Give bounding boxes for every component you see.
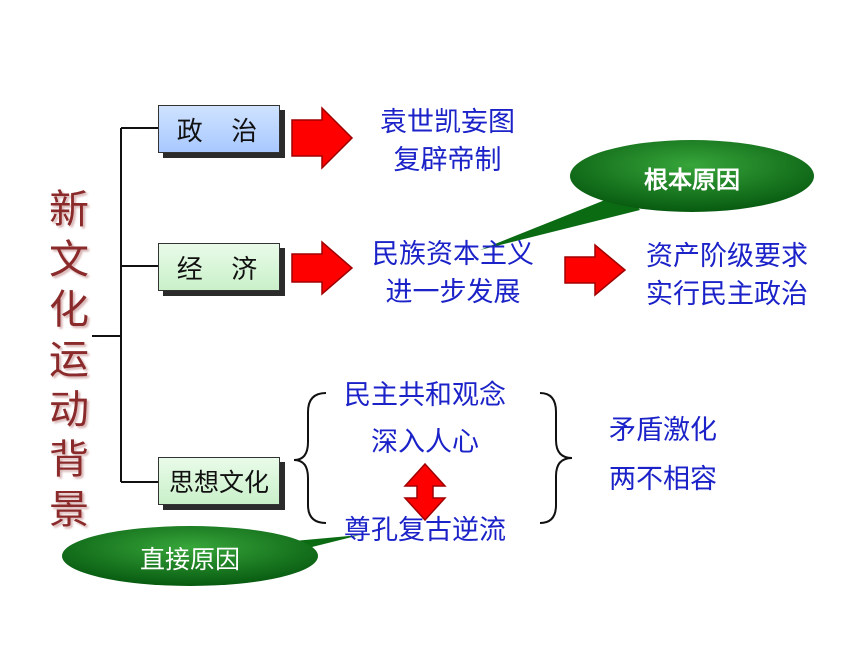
callout-direct xyxy=(62,526,360,586)
box-economy: 经 济 xyxy=(158,243,280,291)
box-politics: 政 治 xyxy=(158,105,280,153)
arrow-politics xyxy=(291,106,354,170)
title-char: 背 xyxy=(49,437,89,483)
arrows xyxy=(291,106,627,297)
culture-line-2: 深入人心 xyxy=(371,427,479,458)
callout-root xyxy=(480,140,814,250)
arrow-demand xyxy=(564,243,627,297)
arrow-economy xyxy=(291,240,354,296)
braces xyxy=(293,392,573,524)
tree-connectors xyxy=(92,127,158,483)
box-culture-label: 思想文化 xyxy=(168,468,269,497)
economy-demand-line: 实行民主政治 xyxy=(646,279,808,310)
title-char: 化 xyxy=(49,287,89,333)
economy-result-line: 民族资本主义 xyxy=(372,239,534,270)
title-char: 文 xyxy=(49,237,89,283)
economy-demand-line: 资产阶级要求 xyxy=(646,241,808,272)
main-title: 新 文 化 运 动 背 景 xyxy=(44,185,94,535)
title-char: 动 xyxy=(49,387,89,433)
culture-line-1: 民主共和观念 xyxy=(344,380,506,411)
conflict-line-1: 矛盾激化 xyxy=(609,415,717,446)
callout-direct-text: 直接原因 xyxy=(139,545,240,574)
politics-result-line: 袁世凯妄图 xyxy=(380,107,515,138)
box-politics-label: 政 治 xyxy=(176,116,262,147)
title-char: 新 xyxy=(49,187,89,233)
culture-line-3: 尊孔复古逆流 xyxy=(344,515,506,546)
title-char: 景 xyxy=(49,487,89,533)
box-culture: 思想文化 xyxy=(158,457,280,505)
economy-demand: 资产阶级要求 实行民主政治 xyxy=(632,238,822,314)
box-economy-label: 经 济 xyxy=(176,254,262,285)
politics-result: 袁世凯妄图 复辟帝制 xyxy=(360,104,535,180)
economy-result: 民族资本主义 进一步发展 xyxy=(358,236,548,312)
politics-result-line: 复辟帝制 xyxy=(393,145,502,176)
economy-result-line: 进一步发展 xyxy=(385,277,521,308)
conflict-line-2: 两不相容 xyxy=(609,464,717,495)
callout-root-text: 根本原因 xyxy=(644,166,740,194)
double-arrow xyxy=(403,462,447,522)
title-char: 运 xyxy=(49,337,89,383)
